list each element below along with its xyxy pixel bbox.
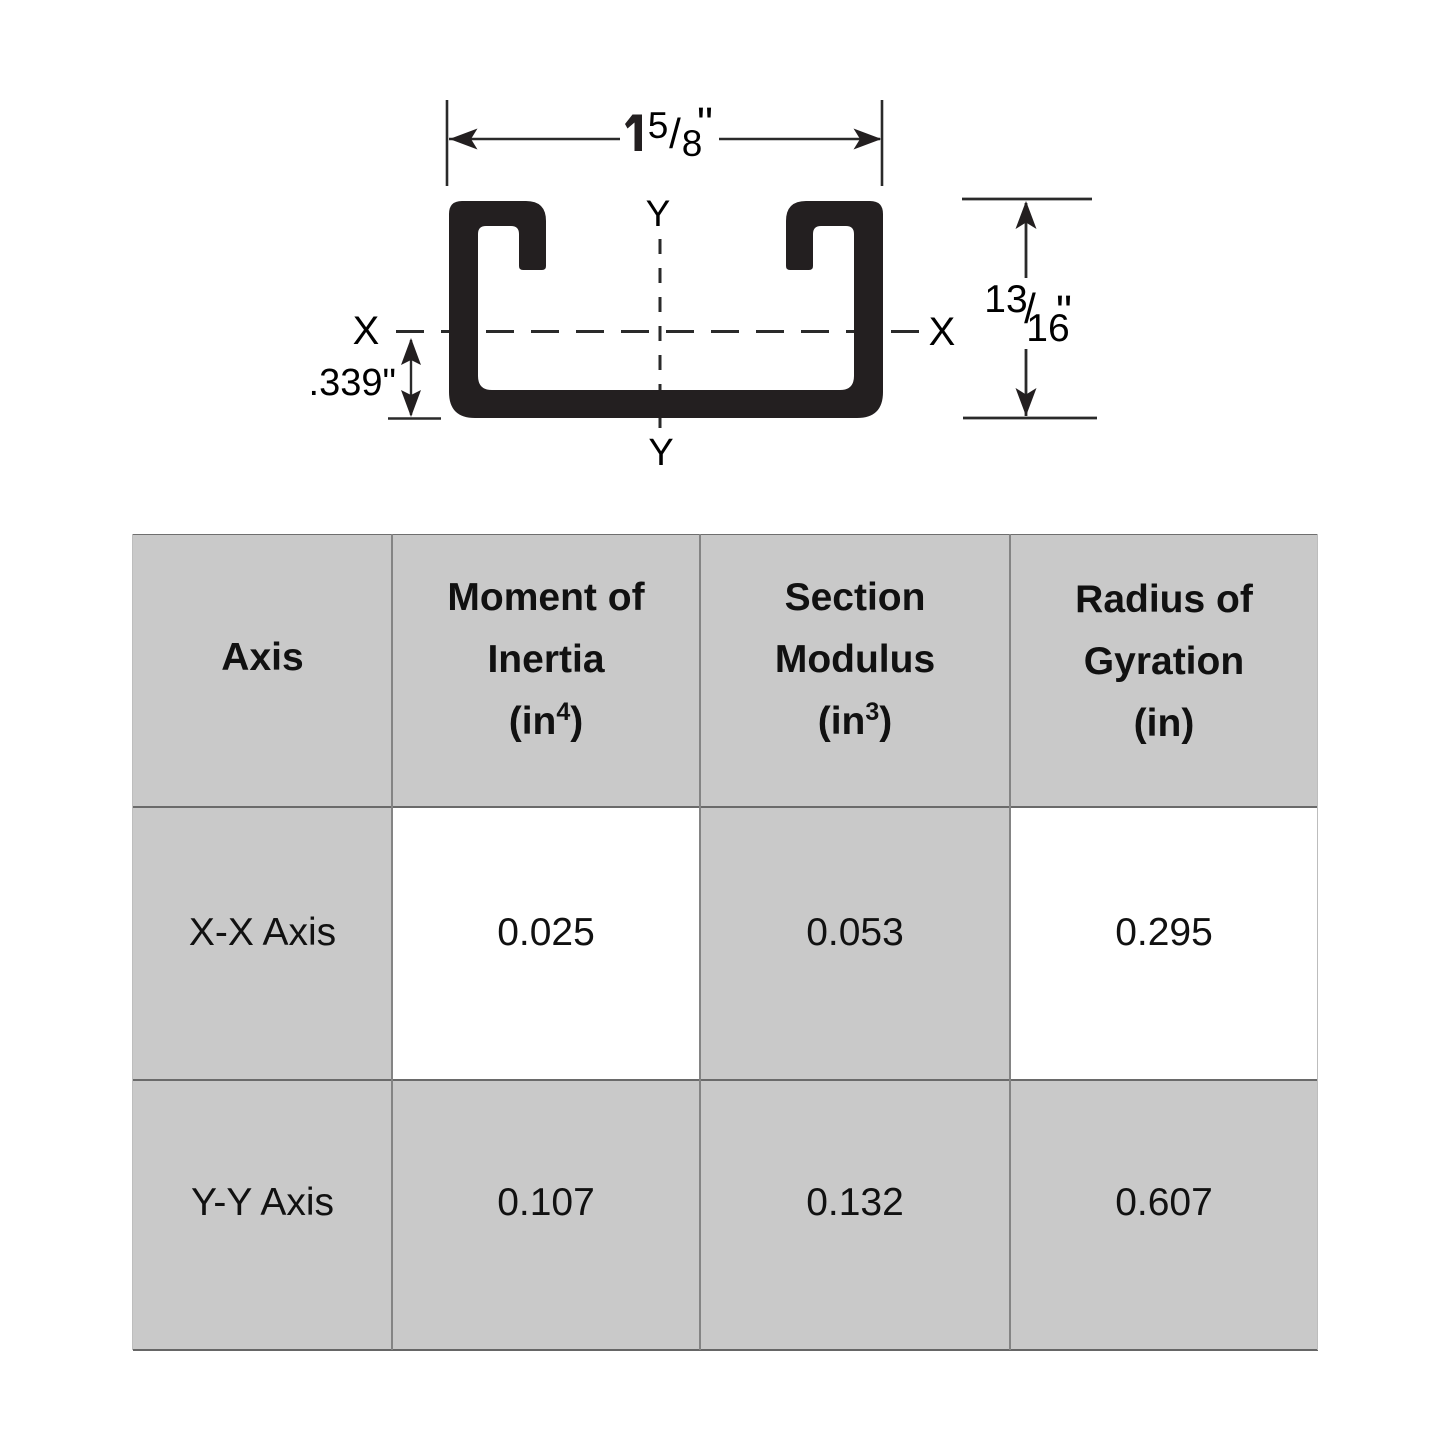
svg-text:16: 16 xyxy=(1026,307,1069,350)
svg-text:5: 5 xyxy=(648,105,669,146)
svg-text:X: X xyxy=(929,310,956,354)
svg-text:8: 8 xyxy=(682,123,703,164)
svg-text:13: 13 xyxy=(984,278,1027,321)
svg-text:Y: Y xyxy=(646,193,671,234)
svg-text:": " xyxy=(1056,286,1072,337)
svg-text:/: / xyxy=(669,110,681,157)
svg-text:X: X xyxy=(353,309,380,353)
svg-text:": " xyxy=(697,98,713,149)
svg-text:/: / xyxy=(1024,285,1036,332)
svg-text:Y: Y xyxy=(648,432,673,474)
svg-text:.339": .339" xyxy=(309,362,396,404)
